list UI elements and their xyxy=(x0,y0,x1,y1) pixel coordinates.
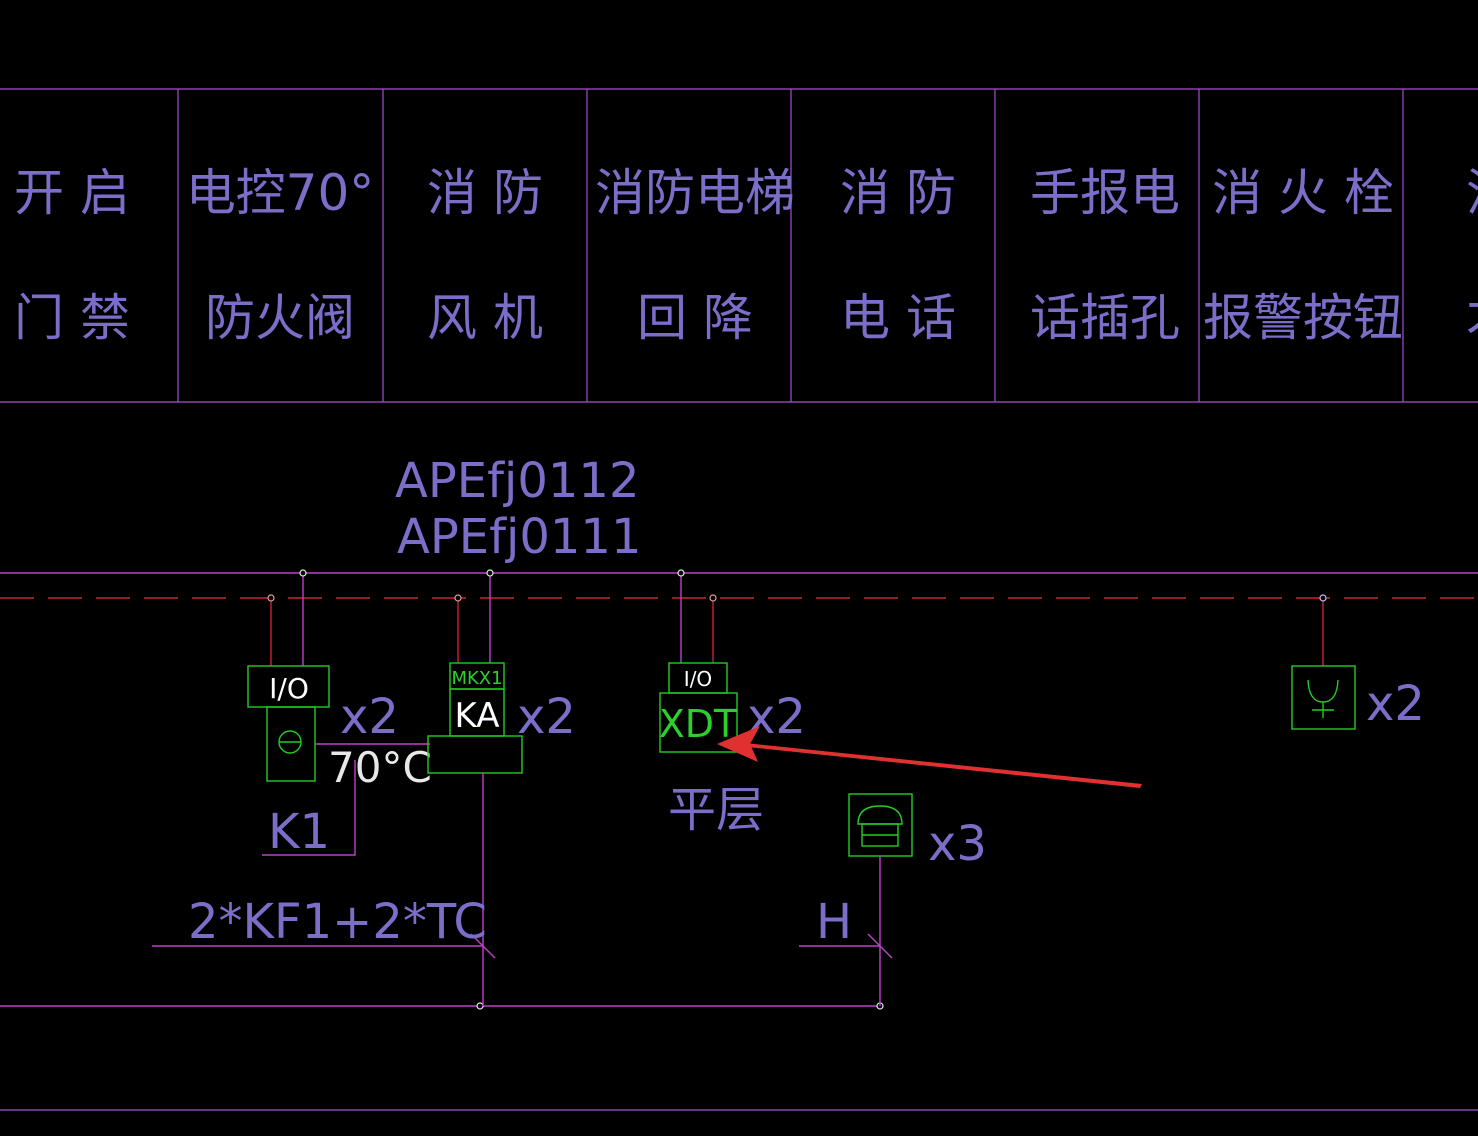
fan-terminal-box xyxy=(427,735,523,774)
elevator-xdt-label: XDT xyxy=(659,702,738,746)
header-col-7-line1: 消 火 栓 xyxy=(1212,164,1394,222)
fan-count: x2 xyxy=(517,689,576,745)
annotation-arrow xyxy=(717,726,1142,788)
header-table xyxy=(0,88,1478,403)
elevator-floor-label: 平层 xyxy=(668,782,764,838)
header-col-4-line1: 消防电梯 xyxy=(595,164,795,222)
fan-cable-label: 2*KF1+2*TC xyxy=(188,894,487,950)
damper-ref-label: K1 xyxy=(268,804,330,860)
damper-io-label: I/O xyxy=(269,672,309,705)
header-col-6-line2: 话插孔 xyxy=(1030,289,1180,347)
equipment-code-1: APEfj0112 xyxy=(395,453,640,509)
elevator-io-module: I/O xyxy=(668,662,728,694)
header-col-6-line1: 手报电 xyxy=(1030,164,1180,222)
header-col-7-line2: 报警按钮 xyxy=(1203,289,1403,347)
elevator-count: x2 xyxy=(747,689,806,745)
jack-count: x2 xyxy=(1366,676,1425,732)
header-col-2-line1: 电控70° xyxy=(186,164,375,222)
fan-relay-ka: KA xyxy=(449,688,505,737)
telephone-handset-icon xyxy=(857,805,903,847)
fan-mkx1-label: MKX1 xyxy=(451,668,502,689)
damper-count: x2 xyxy=(340,689,399,745)
header-col-3-line2: 风 机 xyxy=(427,289,543,347)
header-col-8-line2: 才 xyxy=(1466,289,1478,347)
phone-cable-label: H xyxy=(816,894,852,950)
header-col-2-line2: 防火阀 xyxy=(205,289,355,347)
phone-jack-icon xyxy=(1307,679,1339,718)
header-col-1-line1: 开 启 xyxy=(14,164,130,222)
header-col-5-line1: 消 防 xyxy=(840,164,956,222)
elevator-xdt-device: XDT xyxy=(659,692,738,753)
phone-count: x3 xyxy=(928,816,987,872)
header-col-3-line1: 消 防 xyxy=(427,164,543,222)
equipment-code-2: APEfj0111 xyxy=(397,509,642,565)
header-col-5-line2: 电 话 xyxy=(840,289,956,347)
fan-relay-label: KA xyxy=(455,696,500,736)
header-labels: 开 启 门 禁 电控70° 防火阀 消 防 风 机 消防电梯 回 降 消 防 电… xyxy=(14,164,1478,347)
damper-temp-label: 70°C xyxy=(328,743,432,792)
header-col-1-line2: 门 禁 xyxy=(14,289,130,347)
elevator-io-label: I/O xyxy=(684,667,712,691)
header-col-8-line1: 消 xyxy=(1466,164,1478,222)
bus-drops xyxy=(270,573,1324,666)
header-col-4-line2: 回 降 xyxy=(637,289,753,347)
phone-jack-symbol xyxy=(1291,665,1356,730)
damper-io-module: I/O xyxy=(247,665,330,708)
